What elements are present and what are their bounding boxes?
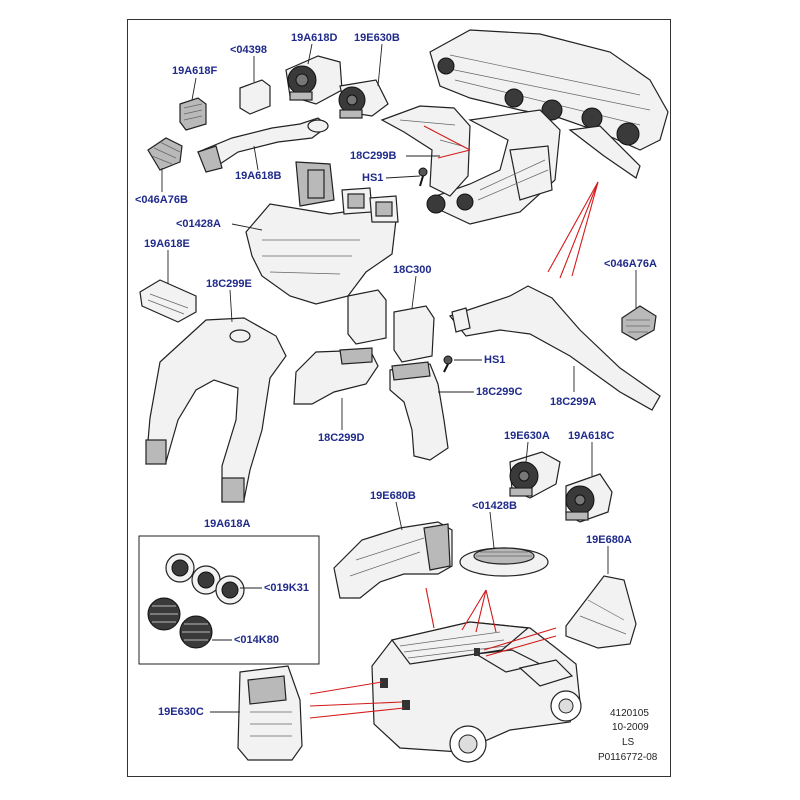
diagram-code: LS [622, 737, 635, 748]
duct-18C299E [145, 317, 287, 503]
label-18C299B: 18C299B [350, 150, 397, 162]
duct-18C299C [389, 361, 449, 461]
duct-19E680B [333, 521, 453, 599]
label-019K31: <019K31 [264, 582, 309, 594]
duct-18C299A [448, 125, 661, 411]
grille-046A76A [621, 305, 657, 341]
label-HS1-top: HS1 [362, 172, 384, 184]
vent-19E630B [338, 79, 389, 119]
duct-18C300 [347, 289, 435, 363]
label-04398: <04398 [230, 44, 268, 56]
label-18C299A: 18C299A [550, 396, 597, 408]
label-19E630B: 19E630B [354, 32, 400, 44]
label-01428A: <01428A [176, 218, 221, 230]
vent-19A618D [285, 55, 343, 105]
label-046A76B: <046A76B [135, 194, 188, 206]
label-01428B: <01428B [472, 500, 517, 512]
label-19E630A: 19E630A [504, 430, 550, 442]
dashboard-duct-assembly [426, 29, 669, 225]
vent-19A618F [179, 97, 207, 131]
module-01428B [459, 547, 549, 577]
label-18C299C: 18C299C [476, 386, 523, 398]
label-19E680B: 19E680B [370, 490, 416, 502]
label-046A76A: <046A76A [604, 258, 657, 270]
label-19A618C: 19A618C [568, 430, 615, 442]
vent-19A618E [139, 279, 197, 323]
label-18C299D: 18C299D [318, 432, 365, 444]
label-014K80: <014K80 [234, 634, 279, 646]
vent-19E630A [509, 451, 561, 499]
label-18C299E: 18C299E [206, 278, 252, 290]
vehicle-illustration [371, 621, 582, 763]
label-19A618B: 19A618B [235, 170, 282, 182]
duct-18C299B [380, 105, 471, 197]
duct-19E630C [237, 665, 303, 761]
cover-19E680A [565, 575, 637, 649]
diagram-date: 10-2009 [612, 722, 649, 733]
label-19A618D: 19A618D [291, 32, 338, 44]
clip-04398 [239, 79, 271, 115]
leader-lines [161, 43, 637, 713]
label-18C300: 18C300 [393, 264, 432, 276]
duct-19A618B [196, 117, 329, 173]
duct-18C299D [293, 347, 379, 405]
label-19A618E: 19A618E [144, 238, 190, 250]
screw-HS1-top [418, 167, 428, 187]
red-indicator-lines [309, 125, 599, 719]
screw-HS1-mid [443, 355, 453, 373]
vent-19A618C [565, 473, 613, 523]
diagram-part-number: P0116772-08 [598, 752, 658, 763]
label-HS1-mid: HS1 [484, 354, 506, 366]
label-19E680A: 19E680A [586, 534, 632, 546]
label-19A618A: 19A618A [204, 518, 251, 530]
kit-box-19A618A [138, 535, 320, 665]
label-19E630C: 19E630C [158, 706, 204, 718]
housing-01428A [245, 161, 399, 305]
label-19A618F: 19A618F [172, 65, 218, 77]
grille-046A76B [147, 137, 183, 171]
diagram-ref: 4120105 [610, 708, 649, 719]
